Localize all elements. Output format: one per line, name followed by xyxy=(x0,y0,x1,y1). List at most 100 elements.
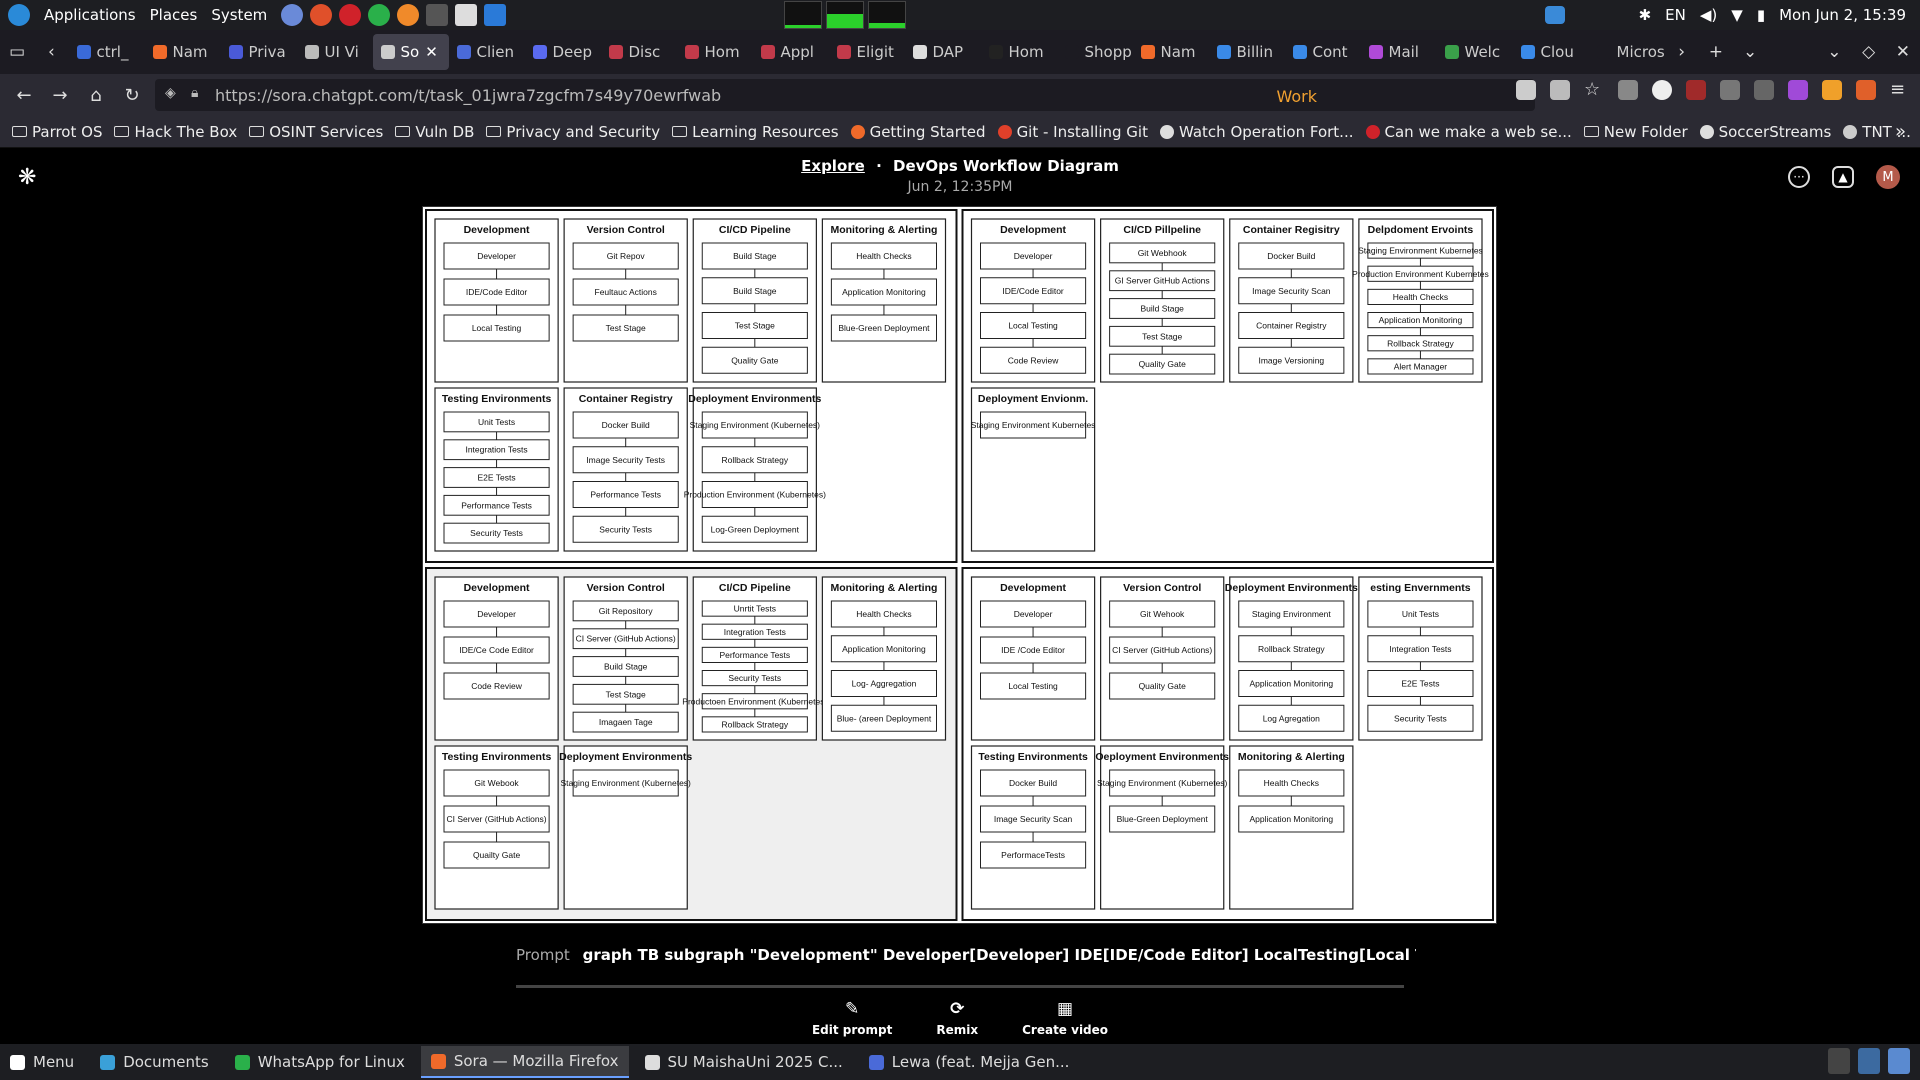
explore-link[interactable]: Explore xyxy=(801,157,865,175)
tab-5[interactable]: Clien xyxy=(449,34,525,70)
brave-extension-icon[interactable] xyxy=(1856,80,1876,100)
bookmark-star-icon[interactable]: ☆ xyxy=(1584,79,1601,100)
menu-system[interactable]: System xyxy=(211,6,268,24)
terminal-launcher-icon[interactable] xyxy=(426,4,449,26)
tab-0[interactable]: ctrl_ xyxy=(69,34,145,70)
bookmark-9[interactable]: Can we make a web se... xyxy=(1365,123,1572,141)
tab-18[interactable]: Welc xyxy=(1437,34,1513,70)
bookmark-5[interactable]: Learning Resources xyxy=(672,123,839,141)
tab-7[interactable]: Disc xyxy=(601,34,677,70)
openai-logo-icon[interactable]: ❋ xyxy=(18,165,37,190)
scroll-tabs-right-icon[interactable]: › xyxy=(1678,42,1686,62)
battery-icon[interactable]: ▮ xyxy=(1756,6,1766,24)
taskbar-item-5[interactable]: Lewa (feat. Mejja Gen... xyxy=(859,1046,1080,1078)
container-badge[interactable]: Work xyxy=(1276,87,1317,106)
bookmark-2[interactable]: OSINT Services xyxy=(249,123,383,141)
notifications-bell-icon[interactable]: ▲ xyxy=(1832,166,1854,188)
bookmark-11[interactable]: SoccerStreams xyxy=(1699,123,1831,141)
tab-20[interactable]: Microso xyxy=(1589,34,1665,70)
m-extension-icon[interactable] xyxy=(1652,80,1672,100)
reload-icon[interactable]: ↻ xyxy=(124,84,140,106)
mask-extension-icon[interactable] xyxy=(1618,80,1638,100)
tray-keyboard-icon[interactable] xyxy=(1828,1048,1850,1074)
tab-list-chevron-icon[interactable]: ⌄ xyxy=(1743,42,1758,62)
action-remix[interactable]: ⟳Remix xyxy=(936,999,978,1037)
forward-icon[interactable]: → xyxy=(52,84,68,106)
tab-17[interactable]: Mail xyxy=(1361,34,1437,70)
ublock-icon[interactable] xyxy=(1686,80,1706,100)
cloud-icon[interactable] xyxy=(1544,6,1565,24)
whatsapp-launcher-icon[interactable] xyxy=(368,4,391,26)
workspace-2-icon[interactable] xyxy=(1888,1048,1910,1074)
workspace-1-icon[interactable] xyxy=(1858,1048,1880,1074)
network-icon[interactable]: ▼ xyxy=(1731,6,1743,24)
tab-6[interactable]: Deep xyxy=(525,34,601,70)
reader-icon[interactable] xyxy=(1516,80,1536,100)
bookmark-1[interactable]: Hack The Box xyxy=(114,123,237,141)
opera-launcher-icon[interactable] xyxy=(339,4,362,26)
bluetooth-icon[interactable]: ✱ xyxy=(1638,6,1652,24)
tab-overview-icon[interactable]: ▭ xyxy=(9,42,26,62)
action-edit-prompt[interactable]: ✎Edit prompt xyxy=(812,999,892,1037)
brave-launcher-icon[interactable] xyxy=(310,4,333,26)
puzzle-icon[interactable] xyxy=(1754,80,1774,100)
window-minimize-icon[interactable]: ⌄ xyxy=(1827,42,1842,62)
menu-places[interactable]: Places xyxy=(149,6,198,24)
tab-1[interactable]: Nam xyxy=(145,34,221,70)
clock[interactable]: Mon Jun 2, 15:39 xyxy=(1779,6,1906,24)
bookmark-10[interactable]: New Folder xyxy=(1583,123,1688,141)
bookmark-0[interactable]: Parrot OS xyxy=(12,123,102,141)
menu-applications[interactable]: Applications xyxy=(44,6,136,24)
tab-12[interactable]: Hom xyxy=(981,34,1057,70)
avatar[interactable]: M xyxy=(1876,165,1900,189)
bookmark-12[interactable]: TNT ... xyxy=(1843,123,1911,141)
tab-close-icon[interactable]: ✕ xyxy=(425,43,438,61)
notes-extension-icon[interactable] xyxy=(1822,80,1842,100)
window-close-icon[interactable]: ✕ xyxy=(1895,42,1910,62)
lock-icon[interactable]: 🔒︎ xyxy=(191,85,199,101)
tab-15[interactable]: Billin xyxy=(1209,34,1285,70)
bookmark-3[interactable]: Vuln DB xyxy=(395,123,474,141)
bookmarks-overflow-icon[interactable]: » xyxy=(1894,121,1906,142)
volume-icon[interactable]: ◀) xyxy=(1699,6,1718,24)
firefox-launcher-icon[interactable] xyxy=(397,4,420,26)
tab-9[interactable]: Appl xyxy=(753,34,829,70)
scroll-tabs-left-icon[interactable]: ‹ xyxy=(47,42,55,62)
vscode-launcher-icon[interactable] xyxy=(484,4,507,26)
url-text[interactable]: https://sora.chatgpt.com/t/task_01jwra7z… xyxy=(215,85,722,105)
url-bar[interactable]: ◈ 🔒︎ https://sora.chatgpt.com/t/task_01j… xyxy=(155,79,1535,111)
menu-hamburger-icon[interactable]: ≡ xyxy=(1890,79,1906,100)
bookmark-8[interactable]: Watch Operation Fort... xyxy=(1159,123,1354,141)
editor-launcher-icon[interactable] xyxy=(455,4,478,26)
parrot-logo-icon[interactable] xyxy=(8,4,30,26)
tab-8[interactable]: Hom xyxy=(677,34,753,70)
taskbar-item-2[interactable]: WhatsApp for Linux xyxy=(225,1046,415,1078)
tab-14[interactable]: Nam xyxy=(1133,34,1209,70)
tab-2[interactable]: Priva xyxy=(221,34,297,70)
tab-3[interactable]: UI Vi xyxy=(297,34,373,70)
new-tab-icon[interactable]: + xyxy=(1708,42,1723,62)
tracking-shield-icon[interactable]: ◈ xyxy=(165,85,176,101)
bookmark-6[interactable]: Getting Started xyxy=(850,123,986,141)
prompt-text[interactable]: graph TB subgraph "Development" Develope… xyxy=(582,946,1416,964)
action-create-video[interactable]: ▦Create video xyxy=(1022,999,1108,1037)
tab-10[interactable]: Eligit xyxy=(829,34,905,70)
home-icon[interactable]: ⌂ xyxy=(90,84,102,106)
bookmark-4[interactable]: Privacy and Security xyxy=(486,123,660,141)
vpn-extension-icon[interactable] xyxy=(1788,80,1808,100)
more-options-icon[interactable]: ··· xyxy=(1788,166,1810,188)
tab-11[interactable]: DAP xyxy=(905,34,981,70)
translate-icon[interactable] xyxy=(1550,80,1570,100)
back-icon[interactable]: ← xyxy=(16,84,32,106)
tab-4[interactable]: So✕ xyxy=(372,34,449,70)
taskbar-item-3[interactable]: Sora — Mozilla Firefox xyxy=(420,1046,629,1078)
bookmark-7[interactable]: Git - Installing Git xyxy=(997,123,1148,141)
wrench-icon[interactable] xyxy=(1720,80,1740,100)
chrome-launcher-icon[interactable] xyxy=(281,4,304,26)
language-indicator[interactable]: EN xyxy=(1665,6,1686,24)
tab-16[interactable]: Cont xyxy=(1285,34,1361,70)
window-maximize-icon[interactable]: ◇ xyxy=(1862,42,1876,62)
tab-13[interactable]: Shoppin xyxy=(1057,34,1133,70)
taskbar-item-0[interactable]: Menu xyxy=(0,1046,84,1078)
